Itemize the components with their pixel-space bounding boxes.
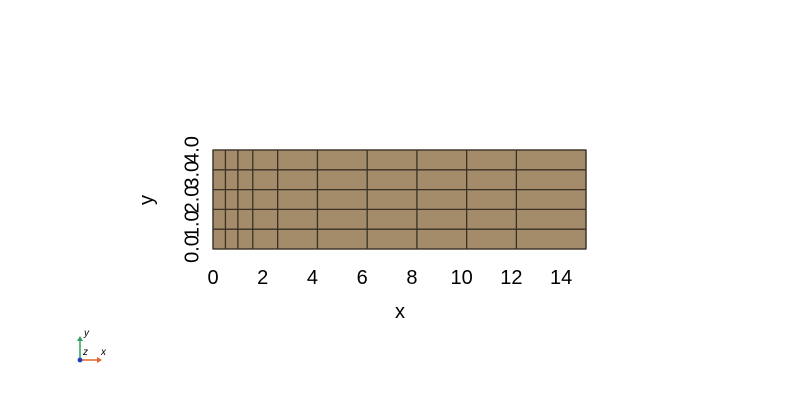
orientation-z-axis	[77, 357, 83, 363]
mesh-domain	[212, 149, 587, 250]
y-tick-label: 4.0	[181, 136, 203, 164]
x-tick-label: 12	[500, 267, 522, 289]
y-tick-label: 2.0	[181, 186, 203, 214]
y-tick-label: 0.0	[181, 235, 203, 263]
x-tick-label: 8	[406, 267, 417, 289]
mesh-gridlines	[212, 149, 587, 250]
mesh-fill	[212, 149, 587, 250]
x-axis-ticks: 0 2 4 6 8 10 12 14	[207, 267, 572, 289]
x-tick-label: 6	[357, 267, 368, 289]
orientation-y-arrowhead	[77, 336, 83, 341]
x-axis-label: x	[395, 301, 405, 323]
y-tick-label: 3.0	[181, 161, 203, 189]
x-tick-label: 14	[550, 267, 572, 289]
y-axis-label: y	[136, 195, 158, 205]
x-tick-label: 2	[257, 267, 268, 289]
orientation-x-label: x	[100, 347, 107, 358]
x-tick-label: 10	[451, 267, 473, 289]
y-axis-ticks: 0.01.02.03.04.0	[181, 136, 203, 263]
orientation-x-arrowhead	[97, 357, 102, 363]
orientation-y-label: y	[83, 328, 90, 339]
y-tick-label: 1.0	[181, 210, 203, 238]
x-tick-label: 4	[307, 267, 318, 289]
x-tick-label: 0	[207, 267, 218, 289]
orientation-axes-widget: y x z	[77, 328, 107, 363]
orientation-z-label: z	[82, 347, 88, 358]
